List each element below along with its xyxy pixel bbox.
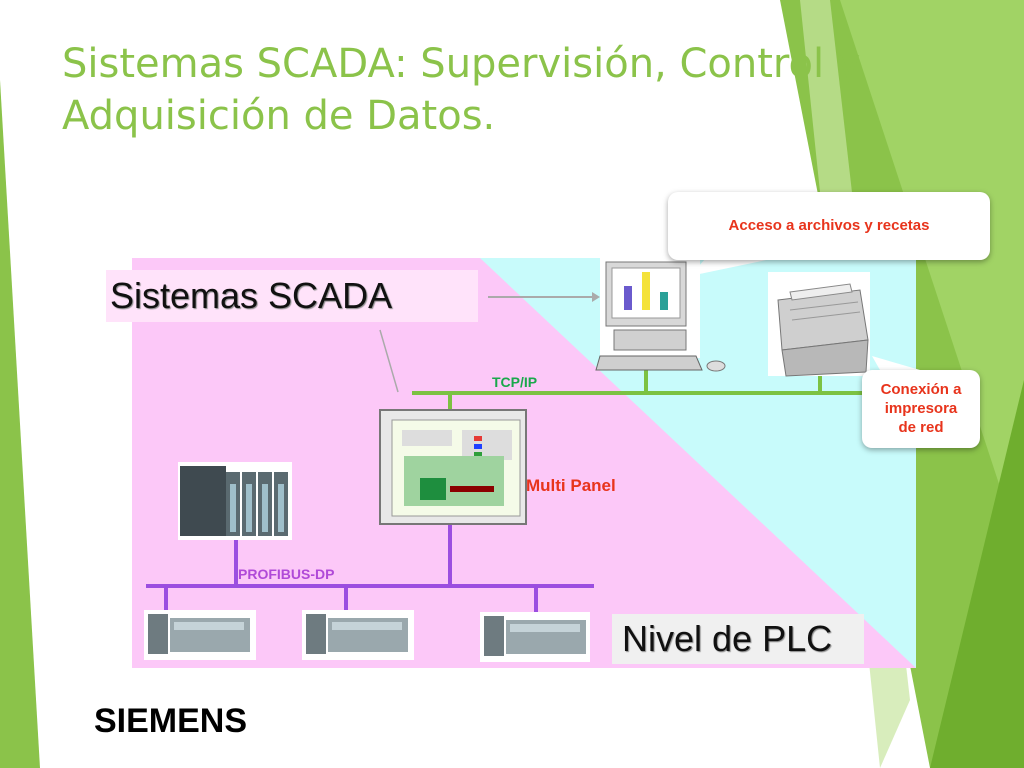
callout-printer: Conexión a impresora de red xyxy=(862,370,980,448)
brand-label: SIEMENS xyxy=(94,702,248,740)
deco-green-left xyxy=(0,80,40,768)
network-printer-icon xyxy=(768,272,870,377)
callout-printer-line-2: impresora xyxy=(884,400,958,417)
tcp-ip-label: TCP/IP xyxy=(492,374,538,390)
scada-level-label: Sistemas SCADA xyxy=(106,270,478,322)
profibus-label: PROFIBUS-DP xyxy=(238,566,335,582)
pc-workstation-icon xyxy=(595,258,726,372)
plc-level-label: Nivel de PLC xyxy=(612,614,864,664)
plc-rack-icon xyxy=(144,610,256,660)
callout-printer-line-3: de red xyxy=(898,419,944,436)
multi-panel-label: Multi Panel xyxy=(526,476,616,495)
title-line-1: Sistemas SCADA: Supervisión, Control y xyxy=(62,41,861,87)
slide-title: Sistemas SCADA: Supervisión, Control y A… xyxy=(62,38,962,142)
plc-cpu-icon xyxy=(178,462,292,540)
multi-panel-hmi-icon xyxy=(379,409,527,525)
title-line-2: Adquisición de Datos. xyxy=(62,93,496,139)
plc-rack-icon xyxy=(480,612,590,662)
callout-file-access: Acceso a archivos y recetas xyxy=(668,192,990,260)
callout-printer-line-1: Conexión a xyxy=(880,381,962,398)
plc-rack-icon xyxy=(302,610,414,660)
deco-green-shape-3 xyxy=(930,380,1024,768)
